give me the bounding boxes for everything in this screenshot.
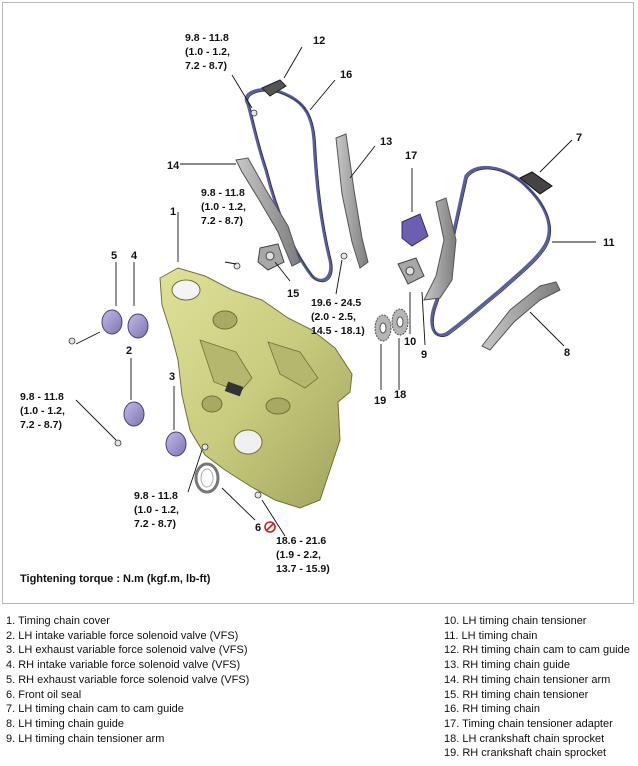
callout-8: 8 [564,347,570,359]
torque-lower: 9.8 - 11.8 (1.0 - 1.2, 7.2 - 8.7) [134,490,179,530]
torque-upper-mid-line1: 9.8 - 11.8 [201,187,245,199]
lh-exhaust-vfs [165,431,187,457]
torque-lower-line1: 9.8 - 11.8 [134,490,178,502]
legend-item: 13. RH timing chain guide [444,659,570,672]
callout-4: 4 [131,250,138,262]
callout-2: 2 [126,345,132,357]
rh-timing-chain [244,88,333,282]
legend-item: 11. LH timing chain [444,629,538,642]
torque-left-line2: (1.0 - 1.2, [20,405,65,417]
lh-tensioner-arm [423,197,457,301]
torque-top: 9.8 - 11.8 (1.0 - 1.2, 7.2 - 8.7) [185,32,230,72]
torque-bottom-line2: (1.9 - 2.2, [276,549,321,561]
rh-timing-chain-tensioner [257,243,285,271]
callout-7: 7 [576,132,582,144]
torque-top-line1: 9.8 - 11.8 [185,32,229,44]
rh-cam-to-cam-guide [261,79,287,97]
torque-tensioner: 19.6 - 24.5 (2.0 - 2.5, 14.5 - 18.1) [311,297,365,337]
legend-item: 12. RH timing chain cam to cam guide [444,644,630,657]
legend-item: 17. Timing chain tensioner adapter [444,717,613,730]
legend-item: 19. RH crankshaft chain sprocket [444,747,607,760]
legend-item: 4. RH intake variable force solenoid val… [6,659,241,672]
legend-item: 10. LH timing chain tensioner [444,615,587,627]
bolts [68,109,348,499]
rh-timing-chain-guide [335,133,369,269]
callout-9: 9 [421,349,427,361]
legend-item: 8. LH timing chain guide [6,717,125,730]
callout-3: 3 [169,371,175,383]
rh-crankshaft-chain-sprocket [374,314,392,342]
torque-upper-mid-line3: 7.2 - 8.7) [201,215,243,227]
torque-units-caption: Tightening torque : N.m (kgf.m, lb-ft) [20,573,211,585]
rh-exhaust-vfs [101,309,123,335]
legend-item: 7. LH timing chain cam to cam guide [6,703,184,716]
torque-left-line3: 7.2 - 8.7) [20,419,62,431]
torque-bottom-line1: 18.6 - 21.6 [276,535,326,547]
legend-left: 1. Timing chain cover 2. LH intake varia… [6,614,249,746]
callout-17: 17 [405,150,417,162]
callout-1: 1 [170,206,176,218]
lh-timing-chain-tensioner [397,257,425,285]
torque-tensioner-line3: 14.5 - 18.1) [311,325,365,337]
legend-item: 5. RH exhaust variable force solenoid va… [6,673,250,686]
callout-labels: 1 2 3 4 5 6 7 8 9 10 11 12 13 14 15 16 1… [111,35,615,534]
legend-item: 1. Timing chain cover [6,615,110,627]
callout-13: 13 [380,136,392,148]
rh-intake-vfs [127,313,149,339]
legend-item: 18. LH crankshaft chain sprocket [444,732,605,745]
legend-item: 6. Front oil seal [6,688,82,701]
callout-11: 11 [603,237,615,249]
torque-bottom-line3: 13.7 - 15.9) [276,563,330,575]
torque-bottom: 18.6 - 21.6 (1.9 - 2.2, 13.7 - 15.9) [276,535,330,575]
legend-right: 10. LH timing chain tensioner 11. LH tim… [444,614,630,761]
callout-18: 18 [394,389,406,401]
lh-timing-chain-guide [481,281,561,351]
callout-5: 5 [111,250,117,262]
torque-upper-mid: 9.8 - 11.8 (1.0 - 1.2, 7.2 - 8.7) [201,187,246,227]
callout-6: 6 [255,522,261,534]
legend-item: 15. RH timing chain tensioner [444,688,589,701]
callout-15: 15 [287,288,299,300]
legend-item: 3. LH exhaust variable force solenoid va… [6,644,248,657]
legend-item: 2. LH intake variable force solenoid val… [6,629,239,642]
torque-left: 9.8 - 11.8 (1.0 - 1.2, 7.2 - 8.7) [20,391,65,431]
torque-left-line1: 9.8 - 11.8 [20,391,64,403]
legend-item: 14. RH timing chain tensioner arm [444,673,611,686]
leader-lines [75,46,596,537]
callout-14: 14 [167,160,180,172]
torque-lower-line2: (1.0 - 1.2, [134,504,179,516]
legend-item: 9. LH timing chain tensioner arm [6,732,165,745]
timing-chain-tensioner-adapter [401,213,429,247]
callout-16: 16 [340,69,352,81]
torque-top-line3: 7.2 - 8.7) [185,60,227,72]
torque-top-line2: (1.0 - 1.2, [185,46,230,58]
no-reuse-icon [264,521,276,533]
lh-intake-vfs [123,401,145,427]
torque-lower-line3: 7.2 - 8.7) [134,518,176,530]
front-oil-seal [194,462,220,494]
torque-tensioner-line2: (2.0 - 2.5, [311,311,356,323]
torque-tensioner-line1: 19.6 - 24.5 [311,297,361,309]
callout-19: 19 [374,395,386,407]
rh-tensioner-arm [235,157,301,267]
exploded-diagram: 1 2 3 4 5 6 7 8 9 10 11 12 13 14 15 16 1… [20,32,615,575]
legend-item: 16. RH timing chain [444,703,540,716]
torque-upper-mid-line2: (1.0 - 1.2, [201,201,246,213]
callout-10: 10 [404,336,416,348]
callout-12: 12 [313,35,325,47]
lh-crankshaft-chain-sprocket [391,308,409,336]
lh-cam-to-cam-guide [519,171,553,195]
